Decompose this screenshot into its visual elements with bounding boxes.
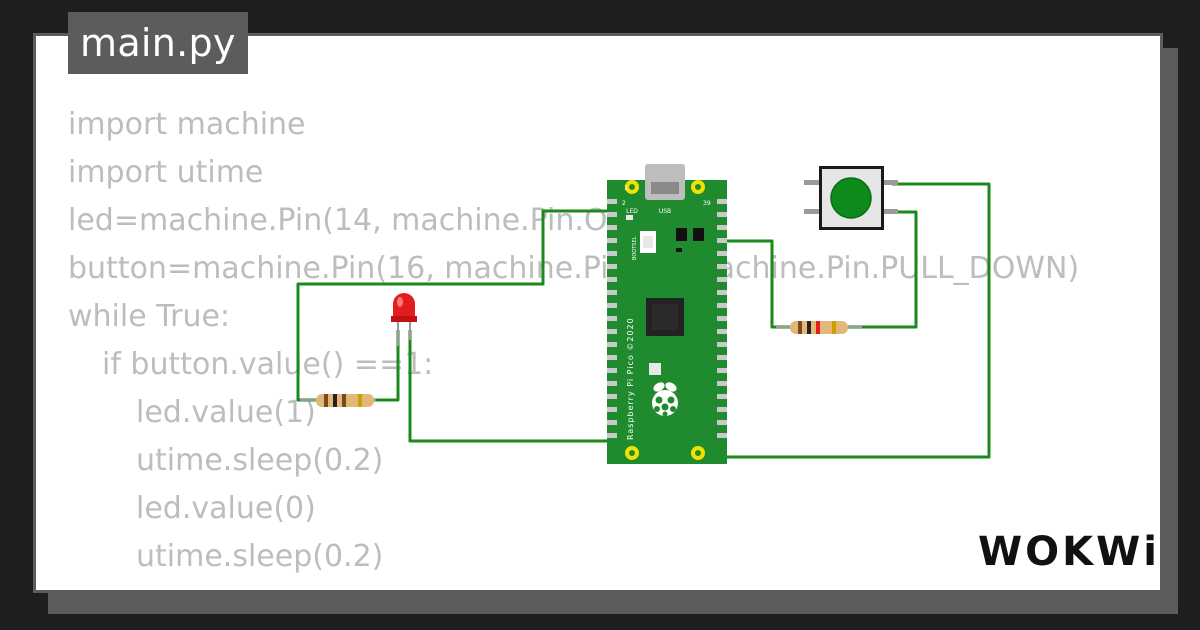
rp2040-chip-die [652, 304, 678, 330]
code-line: led.value(0) [136, 491, 316, 526]
pico-right-pins [717, 199, 727, 438]
code-line: utime.sleep(0.2) [136, 443, 384, 478]
pin-1-label: 1 [624, 185, 628, 192]
code-line: import utime [68, 155, 264, 190]
raspberry-pi-logo-icon [652, 382, 678, 417]
code-line: import machine [68, 107, 306, 142]
onboard-led [626, 215, 633, 220]
led-label: LED [626, 208, 638, 215]
wire-3v3-to-resistor [720, 239, 790, 329]
wire-button-to-gp16 [720, 182, 991, 459]
resistor-icon[interactable] [300, 394, 376, 407]
file-tab-label: main.py [80, 21, 236, 65]
usb-label: USB [659, 208, 671, 215]
file-tab[interactable]: main.py [68, 12, 248, 74]
code-line: if button.value() ==1: [102, 347, 434, 382]
pin-39-label: 39 [703, 200, 711, 207]
smd-component [676, 248, 682, 252]
wire-gp14-to-resistor [296, 209, 614, 402]
bootsel-button-face [643, 236, 653, 248]
bootsel-label: BOOTSEL [632, 236, 638, 260]
code-line: while True: [68, 299, 231, 334]
wire-resistor-to-button [848, 210, 918, 329]
wokwi-logo: WOKWi [978, 529, 1160, 575]
wire-led-to-gnd [408, 330, 614, 443]
pushbutton-icon[interactable] [804, 166, 898, 230]
board-label: Raspberry Pi Pico ©2020 [626, 317, 635, 440]
led-icon[interactable] [391, 293, 417, 346]
resistor-icon[interactable] [776, 321, 862, 334]
flash-chip [693, 228, 704, 241]
pico-mounting-holes [625, 180, 705, 460]
raspberry-pi-pico[interactable]: USB LED 1 2 39 BOOTSEL Raspberry Pi Pico… [607, 164, 727, 464]
usb-port [651, 182, 679, 194]
wire-resistor-to-led [372, 330, 400, 402]
code-line: led.value(1) [136, 395, 316, 430]
pin-2-label: 2 [622, 200, 626, 207]
pico-left-pins [607, 199, 617, 438]
code-line: utime.sleep(0.2) [136, 539, 384, 574]
regulator-chip [676, 228, 687, 241]
debug-pad [649, 363, 661, 375]
project-card[interactable] [33, 33, 1163, 593]
